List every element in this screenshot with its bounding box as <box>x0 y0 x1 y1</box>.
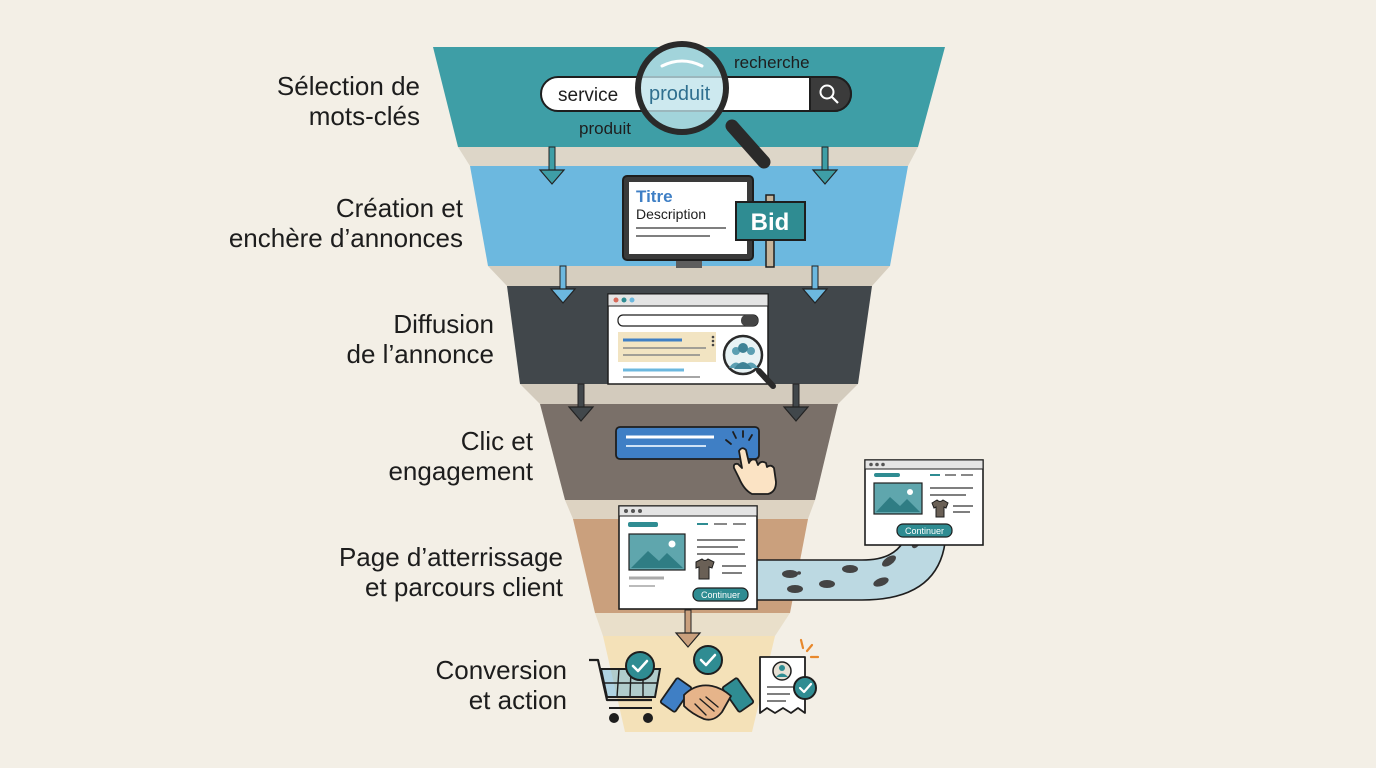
continue-button <box>692 587 749 602</box>
arrow-down-icon <box>782 383 810 422</box>
landing-page-window: Continuer <box>618 505 758 610</box>
floating-keyword-produit: produit <box>579 119 631 138</box>
search-icon <box>819 84 839 104</box>
search-icon <box>741 315 758 326</box>
audience-magnifier-icon <box>722 334 776 389</box>
bid-label: Bid <box>751 209 790 236</box>
magnifier-icon: produit <box>635 41 771 169</box>
receipt-document-icon <box>759 656 806 714</box>
stage-label-keywords: Sélection de mots-clés <box>276 71 420 131</box>
continue-label: Continuer <box>905 526 944 536</box>
connector-band <box>458 147 918 166</box>
connector-band <box>520 384 858 404</box>
check-badge-icon <box>625 651 655 681</box>
arrow-down-icon <box>801 265 829 304</box>
ad-monitor: Titre Description <box>622 175 754 268</box>
arrow-down-icon <box>674 609 702 648</box>
stage-label-click: Clic et engagement <box>388 426 533 486</box>
stage-label-ad-creation: Création et enchère d’annonces <box>228 193 463 253</box>
browser-window <box>607 293 769 385</box>
connector-band <box>488 266 890 286</box>
search-term-produit: produit <box>649 83 711 105</box>
arrow-down-icon <box>549 265 577 304</box>
continue-button <box>896 523 953 538</box>
bid-sign: Bid <box>735 194 806 268</box>
search-term-service: service <box>558 85 618 106</box>
stage-label-ad-serving: Diffusion de l’annonce <box>346 309 494 369</box>
stage-label-landing: Page d’atterrissage et parcours client <box>338 542 563 602</box>
continue-label: Continuer <box>701 590 740 600</box>
ad-click-button <box>615 426 760 460</box>
connector-band <box>595 613 790 636</box>
sparkle-icon <box>799 638 820 659</box>
secondary-page-window: Continuer <box>864 459 984 546</box>
arrow-down-icon <box>811 146 839 185</box>
pointer-hand-icon <box>732 447 777 495</box>
tshirt-icon <box>695 558 715 580</box>
image-placeholder-icon <box>873 482 923 515</box>
floating-keyword-recherche: recherche <box>734 53 810 72</box>
handshake-icon <box>659 677 755 721</box>
check-badge-icon <box>793 676 817 700</box>
arrow-down-icon <box>538 146 566 185</box>
stage-label-conversion: Conversion et action <box>435 655 567 715</box>
image-placeholder-icon <box>628 533 686 571</box>
ad-description: Description <box>636 206 706 222</box>
click-rays <box>725 430 753 445</box>
ad-title: Titre <box>636 187 673 206</box>
check-badge-icon <box>693 645 723 675</box>
arrow-down-icon <box>567 383 595 422</box>
tshirt-icon <box>931 499 949 518</box>
down-arrows <box>538 146 839 648</box>
